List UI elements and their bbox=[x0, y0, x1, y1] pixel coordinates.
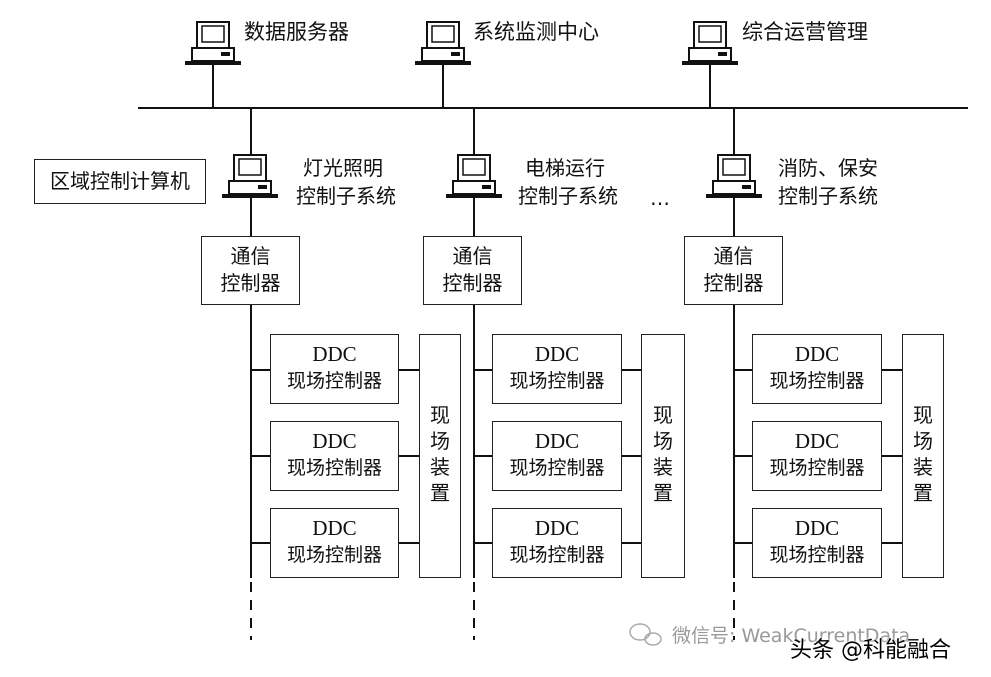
computer-icon bbox=[221, 154, 279, 199]
computer-icon bbox=[184, 21, 242, 66]
subsystem-type: 控制子系统 bbox=[518, 184, 618, 208]
field-device-label: 现场装置 bbox=[913, 403, 933, 505]
ddc-controller-label: DDC 现场控制器 bbox=[752, 341, 882, 395]
watermark-toutiao: 头条 @科能融合 bbox=[790, 638, 951, 663]
ddc-title: DDC bbox=[312, 342, 357, 366]
ddc-subtitle: 现场控制器 bbox=[286, 544, 382, 566]
area-control-computer-box bbox=[34, 159, 206, 204]
ddc-subtitle: 现场控制器 bbox=[769, 457, 865, 479]
ddc-title: DDC bbox=[794, 516, 840, 540]
ddc-title: DDC bbox=[794, 429, 840, 453]
comm-controller-box bbox=[684, 236, 783, 305]
ddc-controller-box bbox=[752, 334, 882, 404]
field-device-box bbox=[902, 334, 944, 578]
subsystem-type: 控制子系统 bbox=[778, 184, 878, 208]
subsystem-label-fire-security: 消防、保安 控制子系统 bbox=[778, 154, 878, 210]
ddc-controller-box bbox=[270, 508, 399, 578]
ddc-subtitle: 现场控制器 bbox=[509, 370, 605, 392]
comm-controller-label: 通信控制器 bbox=[684, 243, 783, 297]
ddc-controller-box bbox=[492, 508, 622, 578]
node-label-data-server: 数据服务器 bbox=[244, 20, 349, 44]
computer-icon bbox=[681, 21, 739, 66]
ddc-controller-label: DDC 现场控制器 bbox=[270, 428, 399, 482]
subsystem-label-lighting: 灯光照明 控制子系统 bbox=[296, 154, 396, 210]
computer-icon bbox=[445, 154, 503, 199]
ddc-controller-label: DDC 现场控制器 bbox=[752, 515, 882, 569]
comm-controller-label: 通信控制器 bbox=[423, 243, 522, 297]
comm-controller-label: 通信控制器 bbox=[201, 243, 300, 297]
ddc-title: DDC bbox=[534, 342, 580, 366]
ddc-controller-box bbox=[270, 334, 399, 404]
ddc-subtitle: 现场控制器 bbox=[286, 370, 382, 392]
ddc-subtitle: 现场控制器 bbox=[769, 370, 865, 392]
ddc-subtitle: 现场控制器 bbox=[509, 457, 605, 479]
subsystem-name: 灯光照明 bbox=[303, 156, 383, 180]
ddc-title: DDC bbox=[534, 429, 580, 453]
comm-controller-line1: 通信 bbox=[230, 244, 271, 268]
comm-controller-line2: 控制器 bbox=[442, 271, 503, 295]
ddc-controller-label: DDC 现场控制器 bbox=[492, 428, 622, 482]
ddc-subtitle: 现场控制器 bbox=[509, 544, 605, 566]
ddc-controller-label: DDC 现场控制器 bbox=[270, 515, 399, 569]
comm-controller-line2: 控制器 bbox=[220, 271, 281, 295]
ddc-controller-label: DDC 现场控制器 bbox=[270, 341, 399, 395]
subsystem-type: 控制子系统 bbox=[296, 184, 396, 208]
comm-controller-line1: 通信 bbox=[713, 244, 754, 268]
comm-controller-box bbox=[423, 236, 522, 305]
watermark-wechat: 微信号: WeakCurrentData bbox=[672, 625, 911, 647]
node-label-operations-management: 综合运营管理 bbox=[742, 20, 868, 44]
ddc-subtitle: 现场控制器 bbox=[769, 544, 865, 566]
field-device-box bbox=[641, 334, 685, 578]
computer-icon bbox=[414, 21, 472, 66]
ddc-title: DDC bbox=[312, 429, 357, 453]
ellipsis: … bbox=[650, 186, 670, 210]
comm-controller-line2: 控制器 bbox=[703, 271, 764, 295]
subsystem-name: 电梯运行 bbox=[525, 156, 605, 180]
ddc-controller-box bbox=[752, 421, 882, 491]
ddc-controller-box bbox=[492, 421, 622, 491]
ddc-controller-box bbox=[270, 421, 399, 491]
subsystem-label-elevator: 电梯运行 控制子系统 bbox=[518, 154, 618, 210]
ddc-controller-box bbox=[492, 334, 622, 404]
field-device-label: 现场装置 bbox=[430, 403, 450, 505]
area-control-computer-label: 区域控制计算机 bbox=[50, 169, 190, 193]
comm-controller-box bbox=[201, 236, 300, 305]
ddc-controller-label: DDC 现场控制器 bbox=[492, 515, 622, 569]
ddc-controller-label: DDC 现场控制器 bbox=[752, 428, 882, 482]
computer-icon bbox=[705, 154, 763, 199]
wechat-icon bbox=[629, 623, 662, 646]
ddc-subtitle: 现场控制器 bbox=[286, 457, 382, 479]
ddc-title: DDC bbox=[534, 516, 580, 540]
subsystem-name: 消防、保安 bbox=[778, 156, 878, 180]
ddc-title: DDC bbox=[794, 342, 840, 366]
ddc-controller-label: DDC 现场控制器 bbox=[492, 341, 622, 395]
field-device-label: 现场装置 bbox=[653, 403, 673, 505]
node-label-monitoring-center: 系统监测中心 bbox=[473, 20, 599, 44]
ddc-title: DDC bbox=[312, 516, 357, 540]
ddc-controller-box bbox=[752, 508, 882, 578]
field-device-box bbox=[419, 334, 461, 578]
comm-controller-line1: 通信 bbox=[452, 244, 493, 268]
